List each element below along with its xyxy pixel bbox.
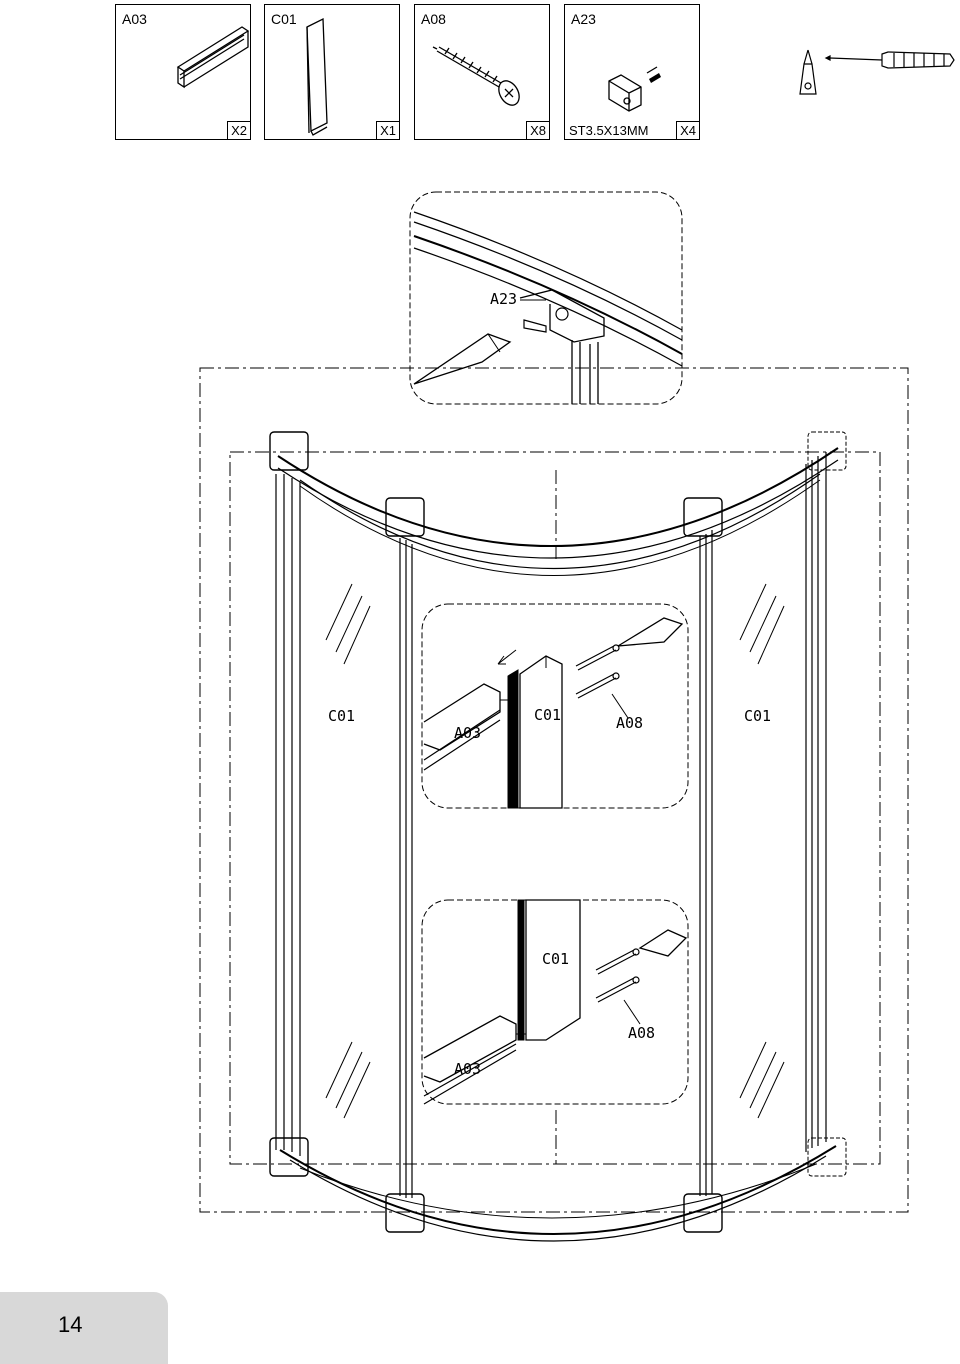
quantity-badge: X4 <box>676 121 700 140</box>
corner-bracket <box>683 1193 723 1233</box>
part-code: A23 <box>571 11 596 27</box>
glass-reflection <box>325 583 785 1119</box>
label-a23: A23 <box>490 290 517 308</box>
label-profile-1: A03 <box>454 724 481 742</box>
top-detail-panel <box>409 191 683 405</box>
corner-bracket <box>269 1137 309 1177</box>
screwdriver-icon <box>824 51 955 69</box>
screw-icon <box>432 46 520 106</box>
assembly-diagram: A23 C01 C01 A03 C01 A08 C01 A08 A03 <box>199 191 909 1242</box>
label-glass-left: C01 <box>328 707 355 725</box>
corner-bracket <box>385 497 425 537</box>
part-box-c01: C01 X1 <box>264 4 400 140</box>
part-box-a23: A23 ST3.5X13MM X4 <box>564 4 700 140</box>
page-number: 14 <box>58 1312 83 1337</box>
corner-bracket <box>385 1193 425 1233</box>
corner-bracket <box>807 1137 847 1177</box>
part-code: A03 <box>122 11 147 27</box>
detail-panel-1 <box>421 603 689 809</box>
detail-panel-2 <box>421 899 689 1105</box>
part-box-a08: A08 X8 <box>414 4 550 140</box>
corner-bracket <box>269 431 309 471</box>
quantity-badge: X1 <box>376 121 400 140</box>
tools <box>799 49 955 95</box>
part-code: A08 <box>421 11 446 27</box>
label-panel-2: C01 <box>542 950 569 968</box>
label-screw-2: A08 <box>628 1024 655 1042</box>
profile-rail-icon <box>176 26 250 89</box>
bracket-icon <box>608 66 661 112</box>
small-screw-icon <box>649 73 661 83</box>
screw-spec: ST3.5X13MM <box>569 123 649 138</box>
page-number-tab: 14 <box>0 1292 168 1364</box>
part-box-a03: A03 X2 <box>115 4 251 140</box>
corner-bracket <box>683 497 723 537</box>
quantity-badge: X8 <box>526 121 550 140</box>
quantity-badge: X2 <box>227 121 251 140</box>
screwdriver-tip-icon <box>799 49 817 95</box>
label-panel-1: C01 <box>534 706 561 724</box>
panel-profile-icon <box>306 17 328 136</box>
label-glass-right: C01 <box>744 707 771 725</box>
label-profile-2: A03 <box>454 1060 481 1078</box>
corner-bracket <box>807 431 847 471</box>
part-code: C01 <box>271 11 297 27</box>
label-screw-1: A08 <box>616 714 643 732</box>
